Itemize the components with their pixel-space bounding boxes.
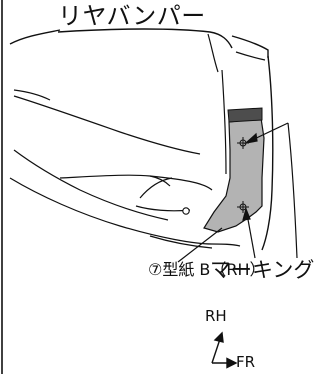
bumper-side-contour xyxy=(231,35,269,58)
bumper-hole xyxy=(182,207,190,215)
bumper-inner-wall xyxy=(221,69,227,175)
bumper-corner-curve xyxy=(207,33,219,73)
bumper-step-lip xyxy=(135,205,191,212)
bumper-step-edge xyxy=(139,177,173,199)
bumper-inner-surface xyxy=(13,95,201,155)
template-tab xyxy=(227,107,263,123)
bumper-bottom-edge xyxy=(9,177,241,247)
orientation-fr-label: FR xyxy=(236,353,256,371)
marking-leader-upper xyxy=(244,122,298,259)
bumper-side-flange xyxy=(235,51,266,61)
template-paper-b xyxy=(203,117,265,233)
bumper-step-inner xyxy=(59,174,171,187)
orientation-arrows xyxy=(211,331,238,369)
bumper-step-outer xyxy=(149,175,213,191)
template-label: ⑦型紙 B（RH） xyxy=(148,260,266,279)
marking-label: マーキング xyxy=(210,258,315,282)
orientation-rh-label: RH xyxy=(205,307,227,325)
marking-leader-lower xyxy=(242,207,256,259)
bumper-outer-wall xyxy=(261,55,274,251)
bumper-lower-surface xyxy=(13,149,169,221)
bumper-upper-contour xyxy=(57,28,233,49)
part-name-label: リヤバンパー xyxy=(58,2,206,30)
bumper-top-edge xyxy=(9,29,61,45)
marking-point-lower xyxy=(237,201,249,213)
bumper-bottom-sweep xyxy=(149,235,213,249)
bumper-inner-edge xyxy=(13,89,51,101)
template-leader xyxy=(177,227,223,263)
